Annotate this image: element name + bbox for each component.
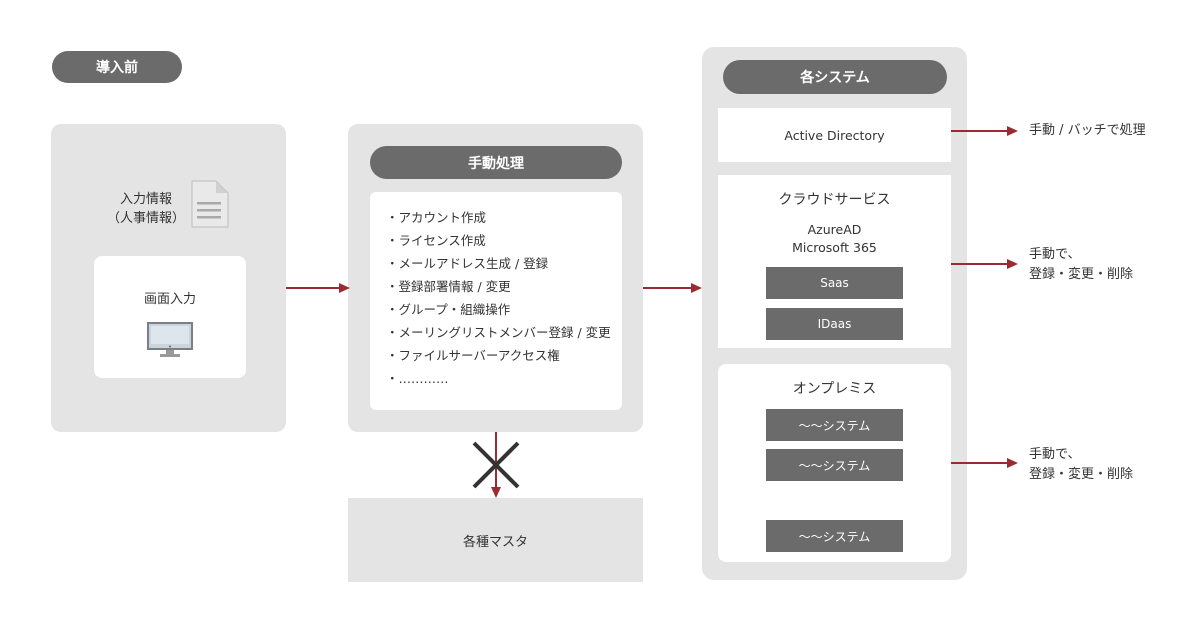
- cloud-output-label: 手動で、 登録・変更・削除: [1029, 245, 1133, 285]
- cloud-microsoft365: Microsoft 365: [792, 240, 877, 255]
- document-icon: [190, 179, 230, 229]
- onprem-system-block: 〜〜システム: [766, 449, 903, 481]
- cloud-output-line1: 手動で、: [1029, 247, 1081, 262]
- saas-block: Saas: [766, 267, 903, 299]
- manual-processing-panel: 手動処理 アカウント作成 ライセンス作成 メールアドレス生成 / 登録 登録部署…: [348, 124, 643, 432]
- master-box: 各種マスタ: [348, 498, 643, 582]
- active-directory-label: Active Directory: [784, 127, 885, 143]
- before-badge: 導入前: [52, 51, 182, 83]
- cross-icon: [472, 441, 520, 489]
- idaas-block: IDaas: [766, 308, 903, 340]
- task-item: ファイルサーバーアクセス権: [386, 344, 622, 367]
- cloud-services-card: クラウドサービス AzureAD Microsoft 365 Saas IDaa…: [718, 175, 951, 348]
- systems-header: 各システム: [723, 60, 947, 94]
- cloud-azuread: AzureAD: [807, 222, 862, 237]
- input-info-line1: 入力情報: [119, 192, 172, 207]
- task-item: メールアドレス生成 / 登録: [386, 252, 622, 275]
- onprem-system-block: 〜〜システム: [766, 520, 903, 552]
- task-list: アカウント作成 ライセンス作成 メールアドレス生成 / 登録 登録部署情報 / …: [386, 206, 622, 390]
- onpremise-title: オンプレミス: [792, 381, 877, 397]
- onprem-output-line1: 手動で、: [1029, 447, 1081, 462]
- task-item: …………: [386, 367, 622, 390]
- task-item: グループ・組織操作: [386, 298, 622, 321]
- cloud-output-line2: 登録・変更・削除: [1029, 267, 1134, 282]
- input-panel: 入力情報 （人事情報） 画面入力: [51, 124, 286, 432]
- input-info-line2: （人事情報）: [106, 211, 185, 226]
- systems-panel: 各システム Active Directory クラウドサービス AzureAD …: [702, 47, 967, 580]
- task-item: メーリングリストメンバー登録 / 変更: [386, 321, 622, 344]
- monitor-icon: [147, 322, 193, 358]
- task-item: 登録部署情報 / 変更: [386, 275, 622, 298]
- onpremise-card: オンプレミス 〜〜システム 〜〜システム 〜〜システム: [718, 364, 951, 562]
- cloud-services-title: クラウドサービス: [778, 192, 891, 208]
- screen-input-card: 画面入力: [94, 256, 246, 378]
- manual-processing-header: 手動処理: [370, 146, 622, 179]
- ad-output-label: 手動 / バッチで処理: [1029, 123, 1146, 138]
- onprem-output-line2: 登録・変更・削除: [1029, 467, 1134, 482]
- screen-input-label: 画面入力: [143, 292, 196, 307]
- master-label: 各種マスタ: [462, 534, 528, 550]
- active-directory-card: Active Directory: [718, 108, 951, 162]
- task-item: アカウント作成: [386, 206, 622, 229]
- task-item: ライセンス作成: [386, 229, 622, 252]
- onprem-system-block: 〜〜システム: [766, 409, 903, 441]
- onprem-output-label: 手動で、 登録・変更・削除: [1029, 445, 1133, 485]
- task-list-card: アカウント作成 ライセンス作成 メールアドレス生成 / 登録 登録部署情報 / …: [370, 192, 622, 410]
- input-info-label: 入力情報 （人事情報）: [101, 190, 191, 228]
